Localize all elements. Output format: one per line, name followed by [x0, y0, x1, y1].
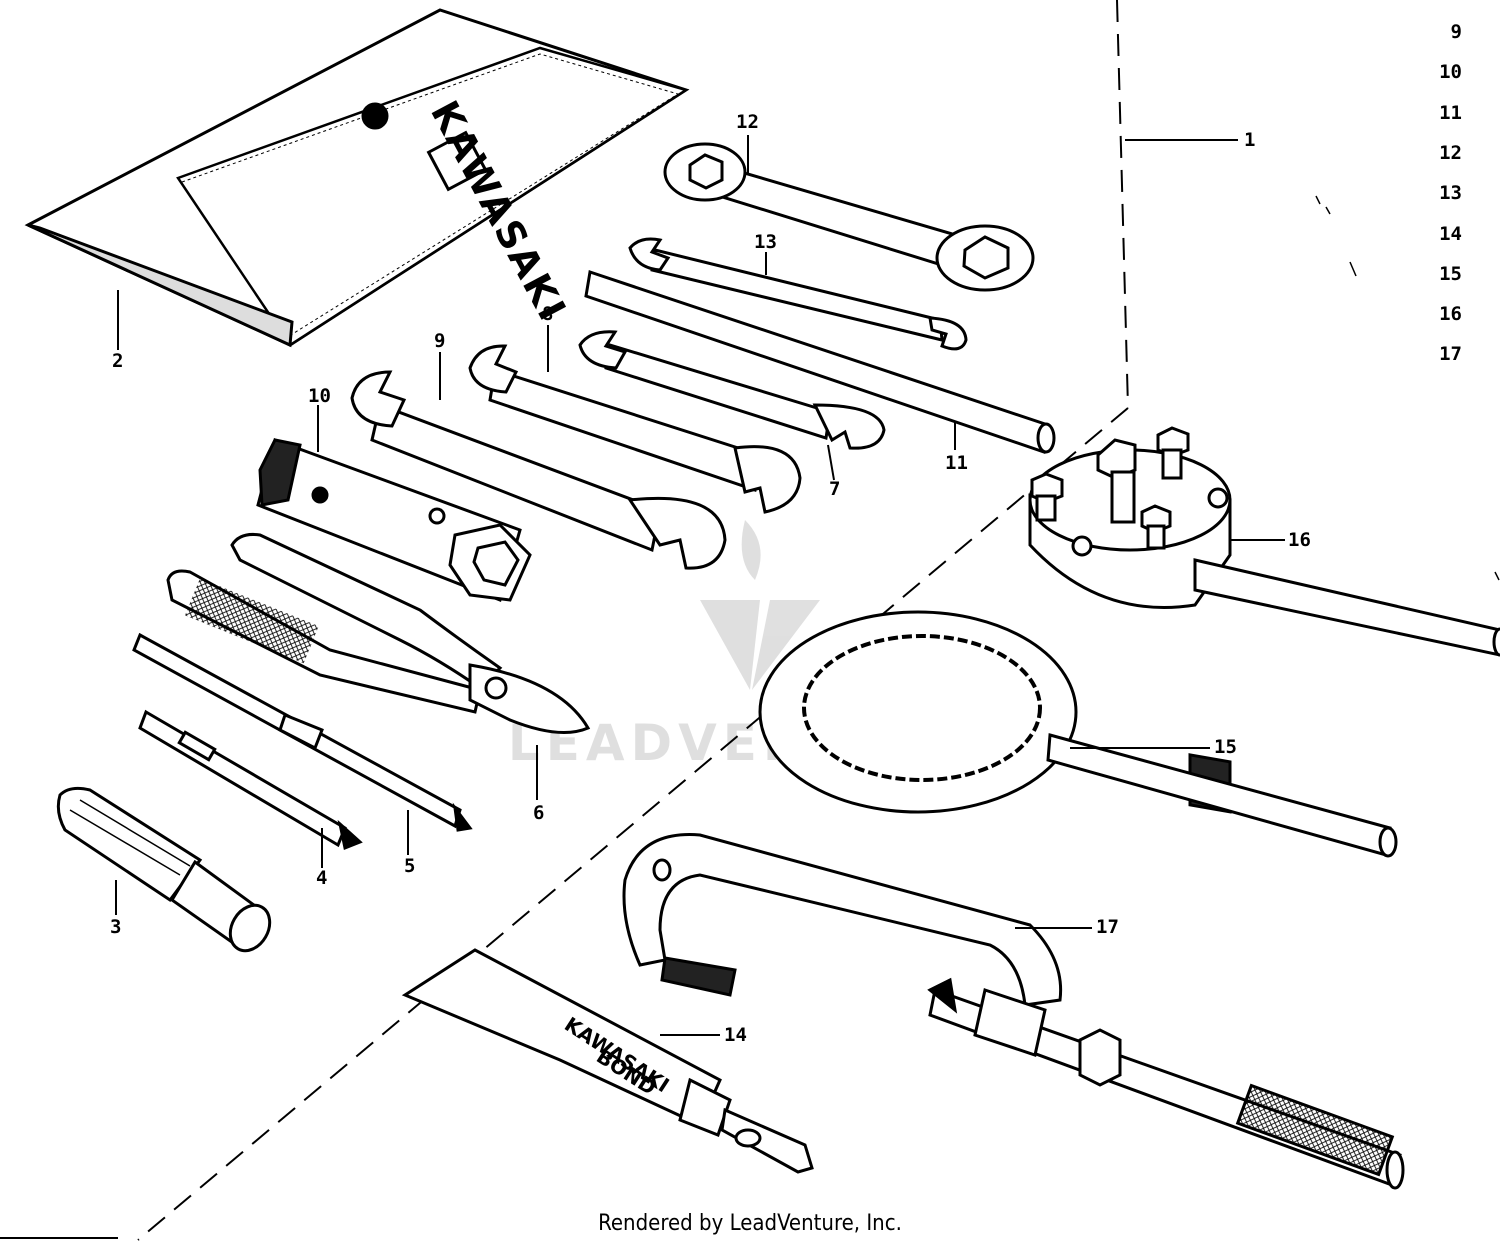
callout-7: 7 — [829, 478, 841, 500]
section-divider-lines — [137, 0, 1129, 1241]
callout-2: 2 — [112, 350, 124, 372]
handle-rod — [584, 270, 1056, 455]
part-index-entry: 9 — [1450, 21, 1462, 43]
callout-15: 15 — [1214, 736, 1237, 758]
part-index-entry: 13 — [1439, 182, 1462, 204]
clutch-holder — [758, 610, 1398, 858]
box-wrench — [663, 142, 1035, 292]
callout-5: 5 — [404, 855, 416, 877]
spring-compressor — [622, 833, 1405, 1190]
open-wrench-9 — [350, 370, 727, 570]
callout-1: 1 — [1244, 129, 1256, 151]
flywheel-puller — [1028, 426, 1500, 814]
part-index-entry: 15 — [1439, 263, 1462, 285]
part-index-entry: 14 — [1439, 223, 1462, 245]
callout-17: 17 — [1096, 916, 1119, 938]
part-index-entry: 16 — [1439, 303, 1462, 325]
part-index-entry: 11 — [1439, 102, 1462, 124]
callout-14: 14 — [724, 1024, 747, 1046]
callout-13: 13 — [754, 231, 777, 253]
callout-8: 8 — [542, 303, 554, 325]
open-wrench-7 — [578, 330, 886, 450]
screwdriver-handle — [56, 786, 272, 953]
callout-12: 12 — [736, 111, 759, 133]
screwdriver-bit-4 — [138, 709, 363, 851]
callout-4: 4 — [316, 867, 328, 889]
part-index-entry: 17 — [1439, 343, 1462, 365]
render-credit-footer: Rendered by LeadVenture, Inc. — [598, 1211, 902, 1236]
stray-marks — [1315, 195, 1500, 581]
pliers — [166, 533, 591, 734]
callout-9: 9 — [434, 330, 446, 352]
screwdriver-bit-5 — [132, 632, 473, 832]
callout-3: 3 — [110, 916, 122, 938]
part-index-entry: 12 — [1439, 142, 1462, 164]
box-spanner — [256, 438, 532, 602]
callout-6: 6 — [533, 802, 545, 824]
callout-16: 16 — [1288, 529, 1311, 551]
open-wrench-8 — [468, 344, 802, 514]
callout-10: 10 — [308, 385, 331, 407]
sealant-tube: KAWASAKI BOND — [401, 948, 814, 1174]
small-open-wrench — [628, 237, 968, 351]
callout-leader-lines — [115, 135, 1285, 1036]
part-index-entry: 10 — [1439, 61, 1462, 83]
callout-11: 11 — [945, 452, 968, 474]
